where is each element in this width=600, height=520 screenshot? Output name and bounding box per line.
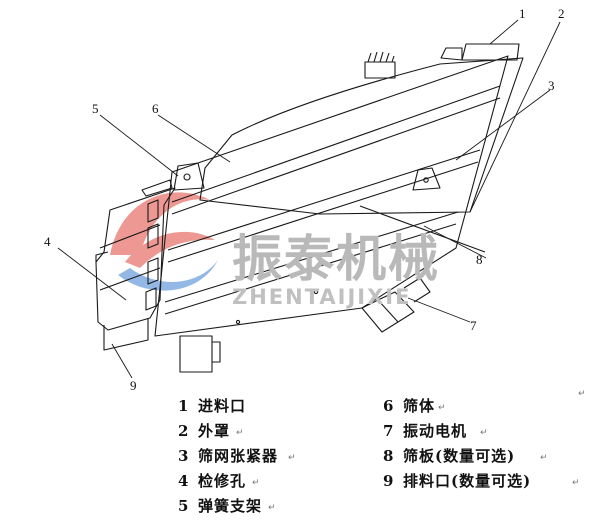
lower-support <box>179 335 221 373</box>
paragraph-mark-icon: ↵ <box>236 428 244 438</box>
leader-line-7 <box>407 297 471 323</box>
leader-line-3 <box>455 89 551 161</box>
paragraph-mark-icon: ↵ <box>578 389 586 399</box>
callout-number: 5 <box>92 101 99 116</box>
outer-cover <box>199 57 524 215</box>
leader-line-4 <box>57 247 127 301</box>
logo-swoosh-icon <box>110 192 218 291</box>
paragraph-mark-icon: ↵ <box>438 403 446 413</box>
callout-number: 1 <box>519 6 526 21</box>
vibration-motor <box>361 277 431 333</box>
screen-diagram: 1 2 3 4 5 6 7 8 9 振泰机械 ZHENTAIJIXIE <box>44 6 565 393</box>
paragraph-mark-icon: ↵ <box>540 453 548 463</box>
callout-number: 8 <box>476 252 483 267</box>
bolt-dot <box>235 319 241 325</box>
paragraph-mark-icon: ↵ <box>268 503 276 513</box>
paragraph-mark-icon: ↵ <box>572 478 580 488</box>
watermark-name-cn: 振泰机械 <box>232 230 440 288</box>
feed-inlet <box>440 43 520 61</box>
callout-number: 3 <box>548 78 555 93</box>
leader-line-9 <box>111 343 133 379</box>
leader-line-1 <box>489 19 519 45</box>
bolt-dot <box>313 289 319 295</box>
watermark-name-en: ZHENTAIJIXIE <box>232 285 411 309</box>
cover-fitting <box>364 51 396 79</box>
leader-line-6 <box>157 114 231 163</box>
leader-line-5 <box>99 114 179 177</box>
paragraph-mark-icon: ↵ <box>480 428 488 438</box>
callout-number: 7 <box>470 318 477 333</box>
screen-body <box>154 55 509 337</box>
discharge-outlet <box>95 251 149 351</box>
leader-line-2 <box>469 21 561 213</box>
spring-bracket <box>141 162 205 197</box>
inspection-panel <box>95 187 176 331</box>
screen-tensioner <box>412 167 441 191</box>
callout-number: 6 <box>152 101 159 116</box>
callout-number: 9 <box>130 378 137 393</box>
paragraph-mark-icon: ↵ <box>252 478 260 488</box>
sieve-plates <box>164 85 501 315</box>
callout-number: 4 <box>44 234 51 249</box>
leader-line-8 <box>423 225 487 259</box>
callout-number: 2 <box>558 6 565 21</box>
paragraph-mark-icon: ↵ <box>288 453 296 463</box>
